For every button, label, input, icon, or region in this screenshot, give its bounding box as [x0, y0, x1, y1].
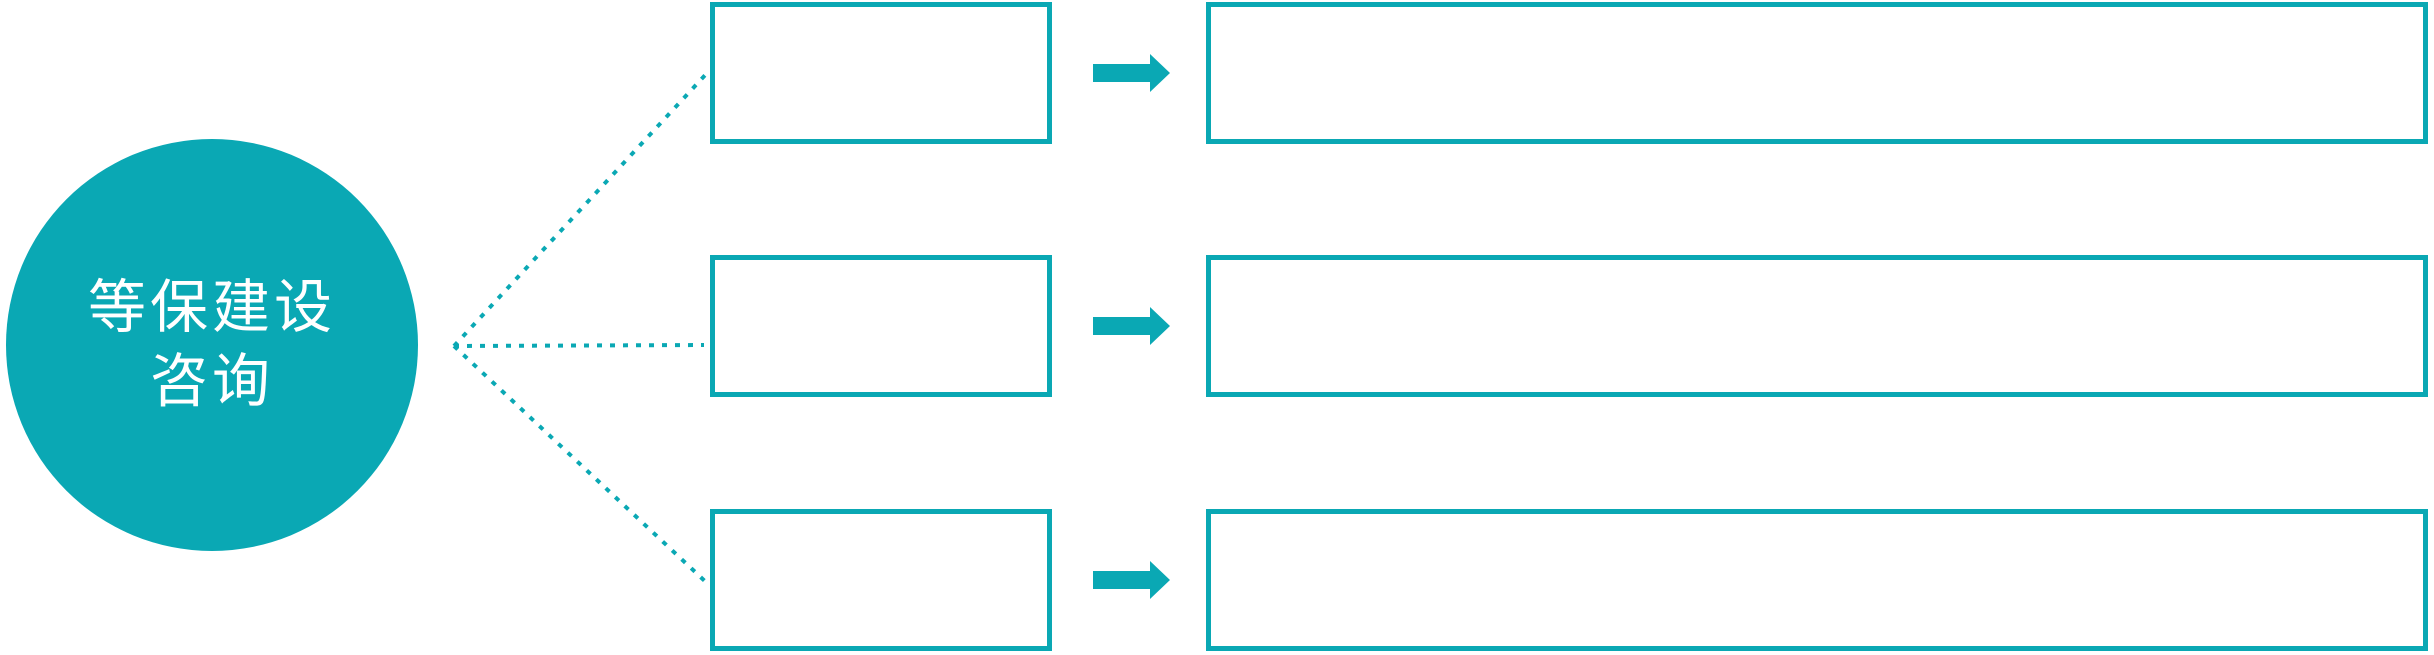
dotted-connector-middle	[453, 343, 705, 348]
right-arrow-shape	[1093, 307, 1170, 345]
topic-circle: 等保建设 咨询	[6, 139, 418, 551]
dotted-connector-top	[452, 70, 710, 348]
right-arrow-shape	[1093, 561, 1170, 599]
topic-label-line1: 等保建设	[87, 275, 336, 340]
detail-box-2	[1206, 255, 2428, 397]
right-arrow-icon	[1093, 54, 1170, 92]
right-arrow-icon	[1093, 561, 1170, 599]
step-box-1	[710, 2, 1052, 144]
detail-box-3	[1206, 509, 2428, 651]
right-arrow-shape	[1093, 54, 1170, 92]
detail-box-1	[1206, 2, 2428, 144]
step-box-3	[710, 509, 1052, 651]
step-box-2	[710, 255, 1052, 397]
topic-label-line2: 咨询	[149, 349, 274, 414]
dotted-connector-bottom	[452, 344, 710, 586]
right-arrow-icon	[1093, 307, 1170, 345]
